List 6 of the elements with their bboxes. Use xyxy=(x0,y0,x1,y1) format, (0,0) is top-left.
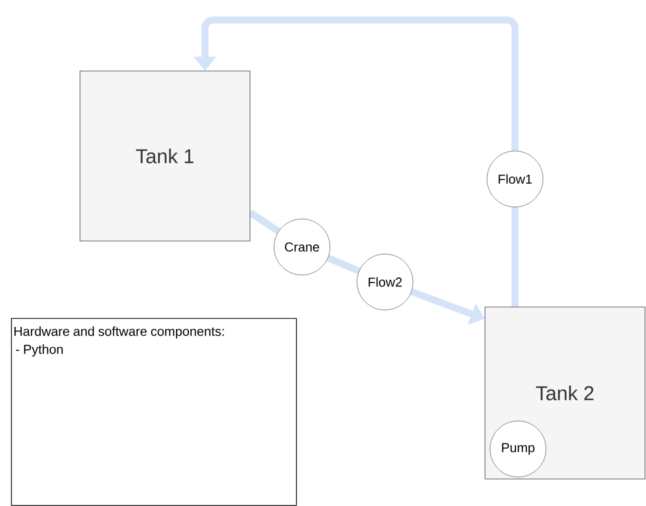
circle-node: Pump xyxy=(490,420,546,478)
circle-node: Crane xyxy=(274,218,330,276)
tank-box: Tank 1 xyxy=(80,70,250,242)
circle-node: Flow1 xyxy=(486,150,544,208)
text-box: Hardware and software components: - Python xyxy=(11,318,297,506)
circle-node: Flow2 xyxy=(356,254,414,310)
